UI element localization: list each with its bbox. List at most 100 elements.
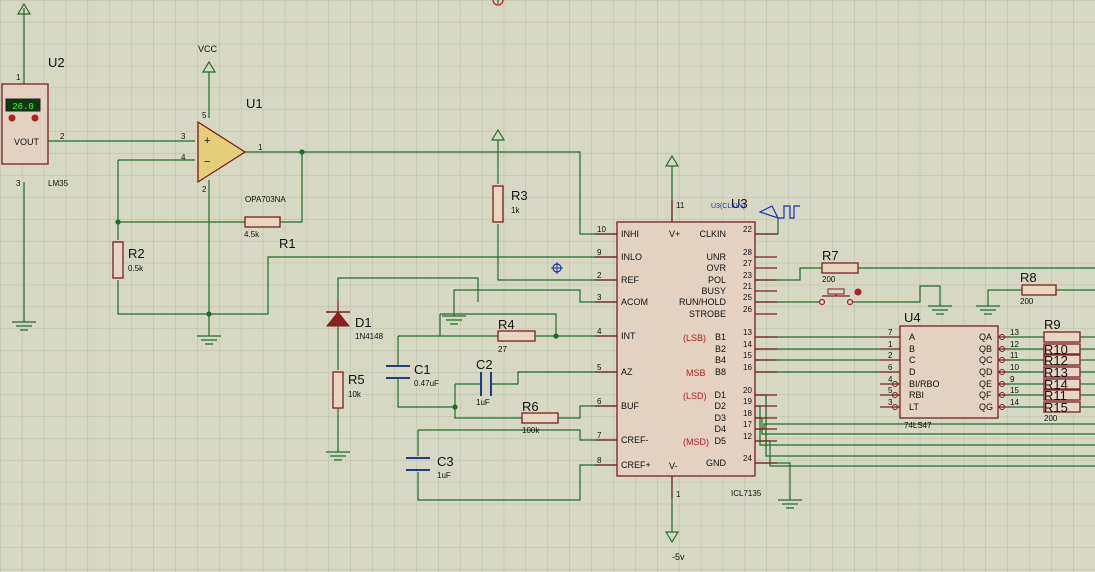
resistor-r8[interactable]: R8 200: [1020, 270, 1057, 306]
u3-pin-name: D2: [714, 401, 726, 411]
u3-clk-label: U3(CLKIN): [711, 203, 745, 210]
u3-pin-number: 5: [597, 363, 602, 372]
u4-pin-name: QC: [979, 355, 993, 365]
u3-pin-number: 10: [597, 225, 606, 234]
d1-ref: D1: [355, 315, 372, 330]
u4-part: 74LS47: [904, 421, 932, 430]
d1-part: 1N4148: [355, 332, 384, 341]
u3-pin-number: 19: [743, 397, 752, 406]
u4-pin-name: QG: [979, 402, 993, 412]
clock-generator-icon[interactable]: [758, 205, 800, 220]
ground-r8: [976, 305, 1000, 315]
u4-inversion-bubble: [999, 392, 1005, 398]
resistor-r2[interactable]: R2 0.5k: [112, 241, 145, 279]
u3-part: ICL7135: [731, 489, 762, 498]
opamp-minus: −: [204, 156, 210, 168]
u3-pin-number: 23: [743, 271, 752, 280]
resistor-r1[interactable]: 4.5k R1: [244, 216, 296, 251]
u3-pin-name: B1: [715, 332, 726, 342]
capacitor-c2[interactable]: C2 1uF: [476, 357, 493, 407]
u3-icl7135[interactable]: V+ V- 11 1 U3 U3(CLKIN) ICL7135 (LSB) MS…: [595, 196, 777, 499]
vcc-terminal[interactable]: VCC: [198, 44, 218, 73]
u3-pin-name: ACOM: [621, 297, 648, 307]
u4-pin-number: 10: [1010, 363, 1019, 372]
u3-pin-number: 8: [597, 456, 602, 465]
lm35-button-down[interactable]: [8, 114, 16, 122]
u3-pin-1: 1: [676, 490, 681, 499]
r2-value: 0.5k: [128, 264, 144, 273]
ground-button: [928, 305, 952, 315]
top-probe[interactable]: [492, 0, 504, 6]
u1-ref: U1: [246, 96, 263, 111]
u3-pin-number: 7: [597, 431, 602, 440]
u4-pin-name: LT: [909, 402, 919, 412]
u3-pin-name: B4: [715, 355, 726, 365]
u4-inversion-bubble: [999, 346, 1005, 352]
lm35-button-up[interactable]: [31, 114, 39, 122]
power-arrow-lm35[interactable]: [16, 2, 32, 15]
vneg-terminal[interactable]: -5v: [664, 531, 685, 562]
u3-pin-number: 3: [597, 293, 602, 302]
power-arrow-r3[interactable]: [490, 128, 506, 141]
u4-pin-number: 12: [1010, 340, 1019, 349]
rbank-value: 200: [1044, 414, 1058, 423]
u3-right-pins: 22CLKIN28UNR27OVR23POL21BUSY25RUN/HOLD26…: [679, 225, 777, 468]
u3-lsd-tag: (LSD): [683, 391, 707, 401]
capacitor-c1[interactable]: C1 0.47uF: [386, 362, 439, 388]
resistor-r3[interactable]: R3 1k: [492, 185, 528, 223]
r3-value: 1k: [511, 206, 520, 215]
power-arrow-u3[interactable]: [664, 154, 680, 167]
run-hold-push-button[interactable]: [818, 288, 862, 306]
u3-pin-name: OVR: [706, 263, 726, 273]
capacitor-c3[interactable]: C3 1uF: [406, 454, 454, 480]
diode-d1[interactable]: D1 1N4148: [325, 300, 384, 341]
r5-ref: R5: [348, 372, 365, 387]
u4-inversion-bubble: [999, 381, 1005, 387]
resistor-r7[interactable]: R7 200: [821, 248, 859, 284]
wires: [23, 0, 1095, 532]
u2-lm35[interactable]: 26.0 VOUT U2 1 2 3 LM35: [1, 55, 69, 188]
u1-pin2: 2: [202, 185, 207, 194]
ground-u3: [778, 499, 802, 509]
ground-lm35: [12, 321, 36, 331]
c3-value: 1uF: [437, 471, 451, 480]
resistor-r6[interactable]: R6 100k: [521, 399, 559, 435]
u3-pin-number: 14: [743, 340, 752, 349]
r8-ref: R8: [1020, 270, 1037, 285]
u2-ref: U2: [48, 55, 65, 70]
u4-pin-name: B: [909, 344, 915, 354]
resistor-r5[interactable]: R5 10k: [332, 371, 365, 409]
u3-pin-name: RUN/HOLD: [679, 297, 727, 307]
u3-pin-name: INLO: [621, 252, 642, 262]
ground-r5: [326, 451, 350, 461]
u4-ref: U4: [904, 310, 921, 325]
u3-pin-name: STROBE: [689, 309, 726, 319]
voltage-probe-icon[interactable]: [551, 262, 563, 274]
u3-pin-11: 11: [676, 201, 685, 210]
u3-pin-number: 20: [743, 386, 752, 395]
u4-inversion-bubble: [999, 357, 1005, 363]
u1-opamp[interactable]: + − U1 3 4 1 5 2 OPA703NA: [181, 96, 286, 204]
u3-pin-name: AZ: [621, 367, 633, 377]
u1-part: OPA703NA: [245, 195, 286, 204]
r4-ref: R4: [498, 317, 515, 332]
u4-pin-name: RBI: [909, 390, 924, 400]
u4-pin-name: QA: [979, 332, 992, 342]
u4-pin-number: 11: [1010, 351, 1019, 360]
u4-pin-number: 5: [888, 386, 893, 395]
u3-pin-number: 2: [597, 271, 602, 280]
r8-value: 200: [1020, 297, 1034, 306]
ground-opamp: [197, 335, 221, 345]
u3-pin-name: REF: [621, 275, 640, 285]
u4-pin-number: 13: [1010, 328, 1019, 337]
output-resistor[interactable]: [1043, 331, 1081, 343]
c2-value: 1uF: [476, 398, 490, 407]
u3-pin-number: 18: [743, 409, 752, 418]
output-resistor-ref: R11: [1044, 388, 1067, 403]
u4-pin-number: 9: [1010, 375, 1015, 384]
resistor-r4[interactable]: R4 27: [497, 317, 536, 354]
